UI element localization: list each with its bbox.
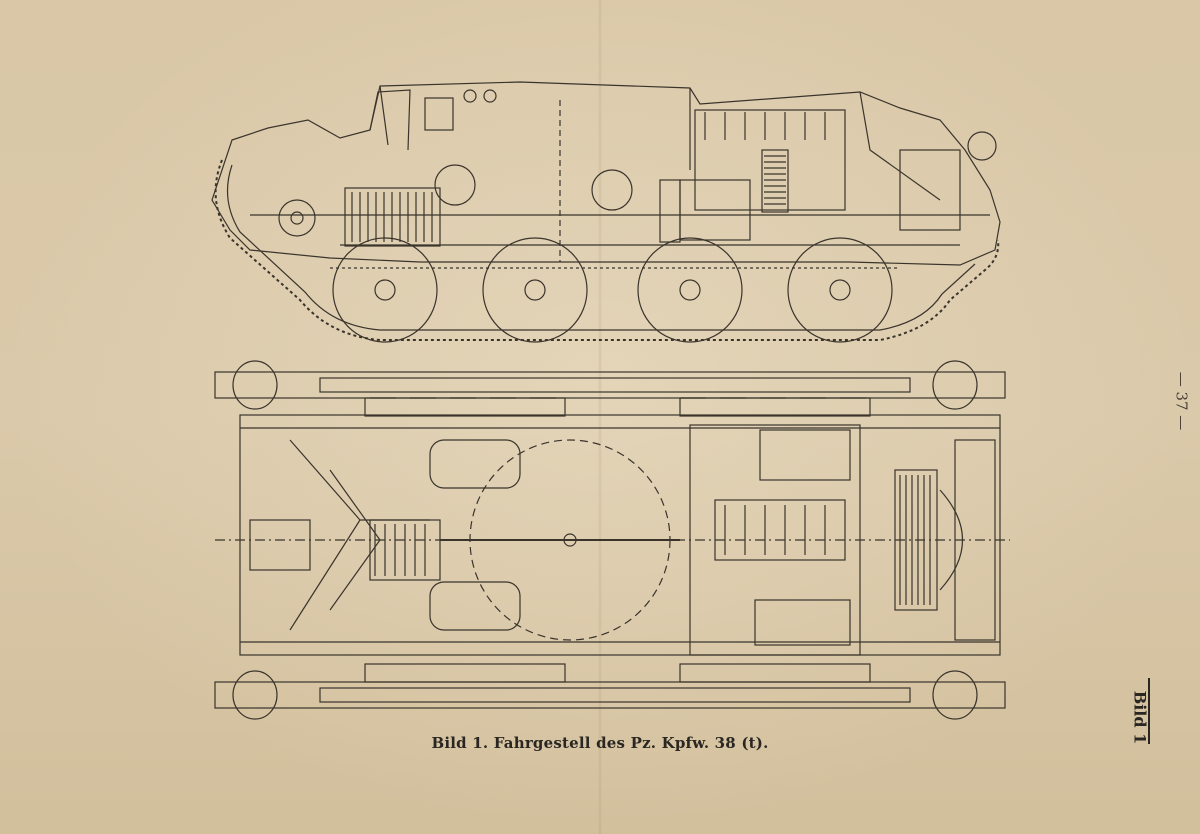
top-view-lower-track: [214, 663, 1006, 709]
top-view-idler: [932, 670, 978, 720]
top-view-gearbox: [369, 519, 441, 581]
top-view-sprocket: [232, 360, 278, 410]
figure-caption: Bild 1. Fahrgestell des Pz. Kpfw. 38 (t)…: [431, 734, 769, 752]
top-view-frame: [239, 414, 1001, 656]
top-view: [214, 360, 1010, 720]
top-view-fan-shroud: [939, 489, 964, 591]
side-view: [211, 81, 1001, 343]
top-view-radiator: [894, 469, 938, 611]
side-view-road-wheels: [332, 237, 893, 343]
top-view-rear-plate: [954, 439, 996, 641]
top-view-engine: [714, 499, 846, 561]
top-view-idler: [932, 360, 978, 410]
top-view-seat: [429, 439, 521, 489]
side-view-gear: [434, 164, 476, 206]
side-view-periscope: [483, 89, 497, 103]
top-view-upper-track: [214, 371, 1006, 417]
side-view-drive-hub: [290, 211, 304, 225]
top-view-battery: [754, 599, 851, 646]
top-view-steering-linkage: [289, 439, 430, 631]
side-view-superstructure: [369, 85, 941, 201]
top-view-seat: [429, 581, 521, 631]
page-fold: [598, 0, 602, 834]
side-view-rear-box: [899, 149, 961, 231]
side-view-fan: [967, 131, 997, 161]
side-view-gear: [591, 169, 633, 211]
side-view-track-inner: [226, 164, 976, 331]
side-view-periscope: [463, 89, 477, 103]
side-view-hull: [211, 81, 1001, 266]
side-view-track: [214, 159, 1000, 341]
top-view-fuel-tank: [759, 429, 851, 481]
side-view-engine: [659, 109, 846, 243]
top-view-engine-cylinders: [724, 505, 826, 555]
top-view-final-drive: [249, 519, 311, 571]
top-view-gearbox-fins: [374, 524, 426, 576]
side-view-radiator: [344, 187, 441, 247]
side-view-hatch: [424, 97, 454, 131]
top-view-turret-center: [563, 533, 577, 547]
side-view-drive-sprocket: [278, 199, 316, 237]
top-view-engine-bay: [689, 424, 861, 656]
figure-label: Bild 1: [1130, 690, 1150, 745]
page-number: — 37 —: [1172, 371, 1191, 431]
top-view-radiator-fins: [899, 475, 931, 605]
figure-label-rule: [1148, 678, 1150, 744]
top-view-sprocket: [232, 670, 278, 720]
